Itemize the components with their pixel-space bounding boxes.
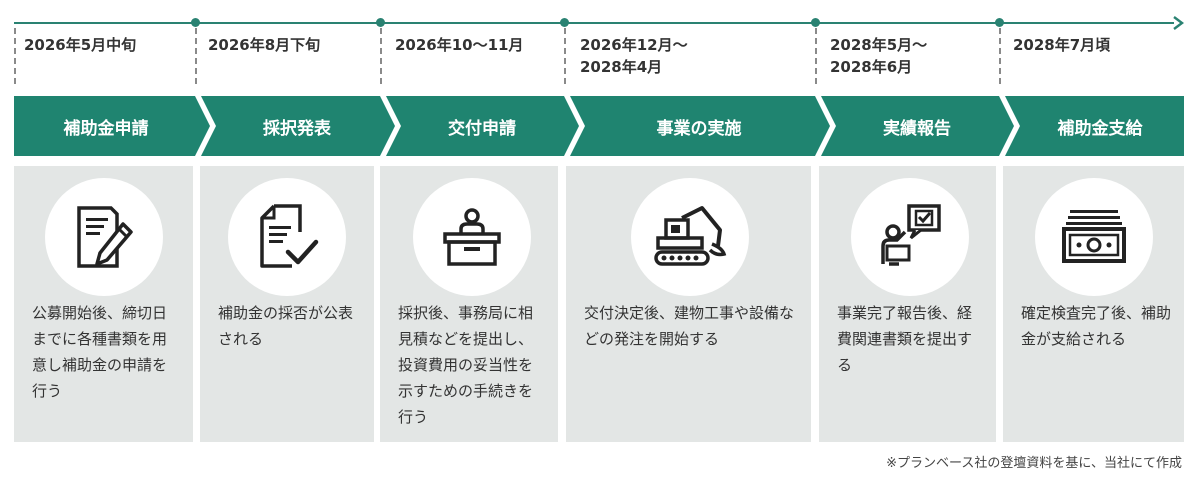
step-date: 2028年7月頃 xyxy=(1013,36,1111,54)
chevron-step-6 xyxy=(1005,96,1184,156)
date-divider xyxy=(380,28,382,84)
step-card: 採択後、事務局に相見積などを提出し、投資費用の妥当性を示すための手続きを行う xyxy=(380,166,558,442)
step-label: 採択発表 xyxy=(263,118,331,139)
timeline-node xyxy=(376,18,385,27)
icon-circle xyxy=(45,178,163,296)
date-divider xyxy=(564,28,566,84)
timeline-arrow-icon xyxy=(1173,16,1184,30)
step-description: 公募開始後、締切日までに各種書類を用意し補助金の申請を行う xyxy=(32,304,168,400)
step-card: 交付決定後、建物工事や設備などの発注を開始する xyxy=(566,166,811,442)
date-divider xyxy=(999,28,1001,84)
chevron-step-5 xyxy=(821,96,1014,156)
step-card: 公募開始後、締切日までに各種書類を用意し補助金の申請を行う xyxy=(14,166,193,442)
timeline-node xyxy=(191,18,200,27)
step-description: 交付決定後、建物工事や設備などの発注を開始する xyxy=(584,304,795,348)
document-check-icon xyxy=(260,204,319,268)
step-label: 補助金支給 xyxy=(1057,118,1143,139)
step-card: 事業完了報告後、経費関連書類を提出する xyxy=(819,166,996,442)
step-date: 2026年10〜11月 xyxy=(395,36,524,54)
timeline-node xyxy=(811,18,820,27)
icon-circle xyxy=(413,178,531,296)
step-date: 2026年12月〜 2028年4月 xyxy=(580,36,688,76)
document-pen-icon xyxy=(77,206,133,268)
icon-circle xyxy=(631,178,749,296)
step-card: 確定検査完了後、補助金が支給される xyxy=(1003,166,1184,442)
date-divider xyxy=(815,28,817,84)
timeline-node xyxy=(995,18,1004,27)
chevron-step-2 xyxy=(201,96,395,156)
date-divider xyxy=(14,28,16,84)
step-date: 2026年5月中旬 xyxy=(24,36,137,54)
step-date: 2026年8月下旬 xyxy=(208,36,321,54)
step-label: 補助金申請 xyxy=(63,118,149,139)
icon-circle xyxy=(228,178,346,296)
reception-desk-icon xyxy=(443,208,501,266)
step-label: 事業の実施 xyxy=(656,118,742,139)
process-steps: 補助金申請 採択発表 交付申請 事業の実施 実績報告 補助金支給 xyxy=(14,96,1184,156)
step-description: 確定検査完了後、補助金が支給される xyxy=(1021,304,1172,348)
timeline-node xyxy=(560,18,569,27)
date-divider xyxy=(195,28,197,84)
step-label: 実績報告 xyxy=(883,118,951,139)
money-stack-icon xyxy=(1062,210,1126,263)
source-footnote: ※プランベース社の登壇資料を基に、当社にて作成 xyxy=(886,456,1182,471)
chevron-step-3 xyxy=(386,96,579,156)
step-card: 補助金の採否が公表される xyxy=(200,166,374,442)
step-description: 補助金の採否が公表される xyxy=(218,304,354,348)
chevron-shapes xyxy=(14,96,1184,156)
presenter-check-icon xyxy=(881,204,941,266)
step-date: 2028年5月〜 2028年6月 xyxy=(830,36,928,76)
icon-circle xyxy=(1035,178,1153,296)
excavator-icon xyxy=(654,206,727,266)
icon-circle xyxy=(851,178,969,296)
chevron-step-1 xyxy=(14,96,210,156)
chevron-step-4 xyxy=(570,96,830,156)
step-description: 採択後、事務局に相見積などを提出し、投資費用の妥当性を示すための手続きを行う xyxy=(398,304,534,426)
timeline-line xyxy=(14,22,1174,24)
step-description: 事業完了報告後、経費関連書類を提出する xyxy=(837,304,973,374)
step-label: 交付申請 xyxy=(448,118,516,139)
